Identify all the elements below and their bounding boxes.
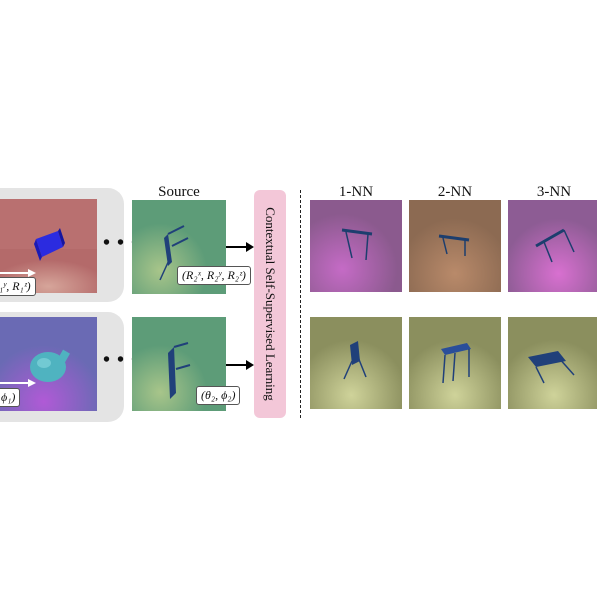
row1-nn1-image <box>310 200 402 292</box>
row1-nn2-image <box>409 200 501 292</box>
row1-source-tag: (R₂ˣ, R₂ʸ, R₂ᶻ) <box>177 266 251 285</box>
row2-reference-image <box>0 317 97 411</box>
row2-to-csl-arrow <box>226 358 254 376</box>
row1-to-csl-arrow <box>226 240 254 258</box>
source-label: Source <box>158 184 200 200</box>
row2-nn1-image <box>310 317 402 409</box>
nn1-label: 1-NN <box>338 184 374 200</box>
row1-ellipsis: • • • <box>103 232 140 254</box>
row2-nn3-image <box>508 317 597 409</box>
row2-ellipsis: • • • <box>103 349 140 371</box>
row1-nn3-image <box>508 200 597 292</box>
row1-left-tag: ₁ʸ, R₁ᶻ) <box>0 277 36 296</box>
contextual-ssl-label: Contextual Self-Supervised Learning <box>263 207 278 401</box>
row2-source-tag: (θ₂, ϕ₂) <box>196 386 241 405</box>
contextual-ssl-box: Contextual Self-Supervised Learning <box>254 190 286 418</box>
row2-arrow <box>0 375 36 393</box>
nn3-label: 3-NN <box>536 184 572 200</box>
row2-nn2-image <box>409 317 501 409</box>
nn2-label: 2-NN <box>437 184 473 200</box>
row1-arrow <box>0 265 36 283</box>
row2-left-tag: ϕ₁) <box>0 388 21 407</box>
dashed-divider <box>300 190 301 418</box>
